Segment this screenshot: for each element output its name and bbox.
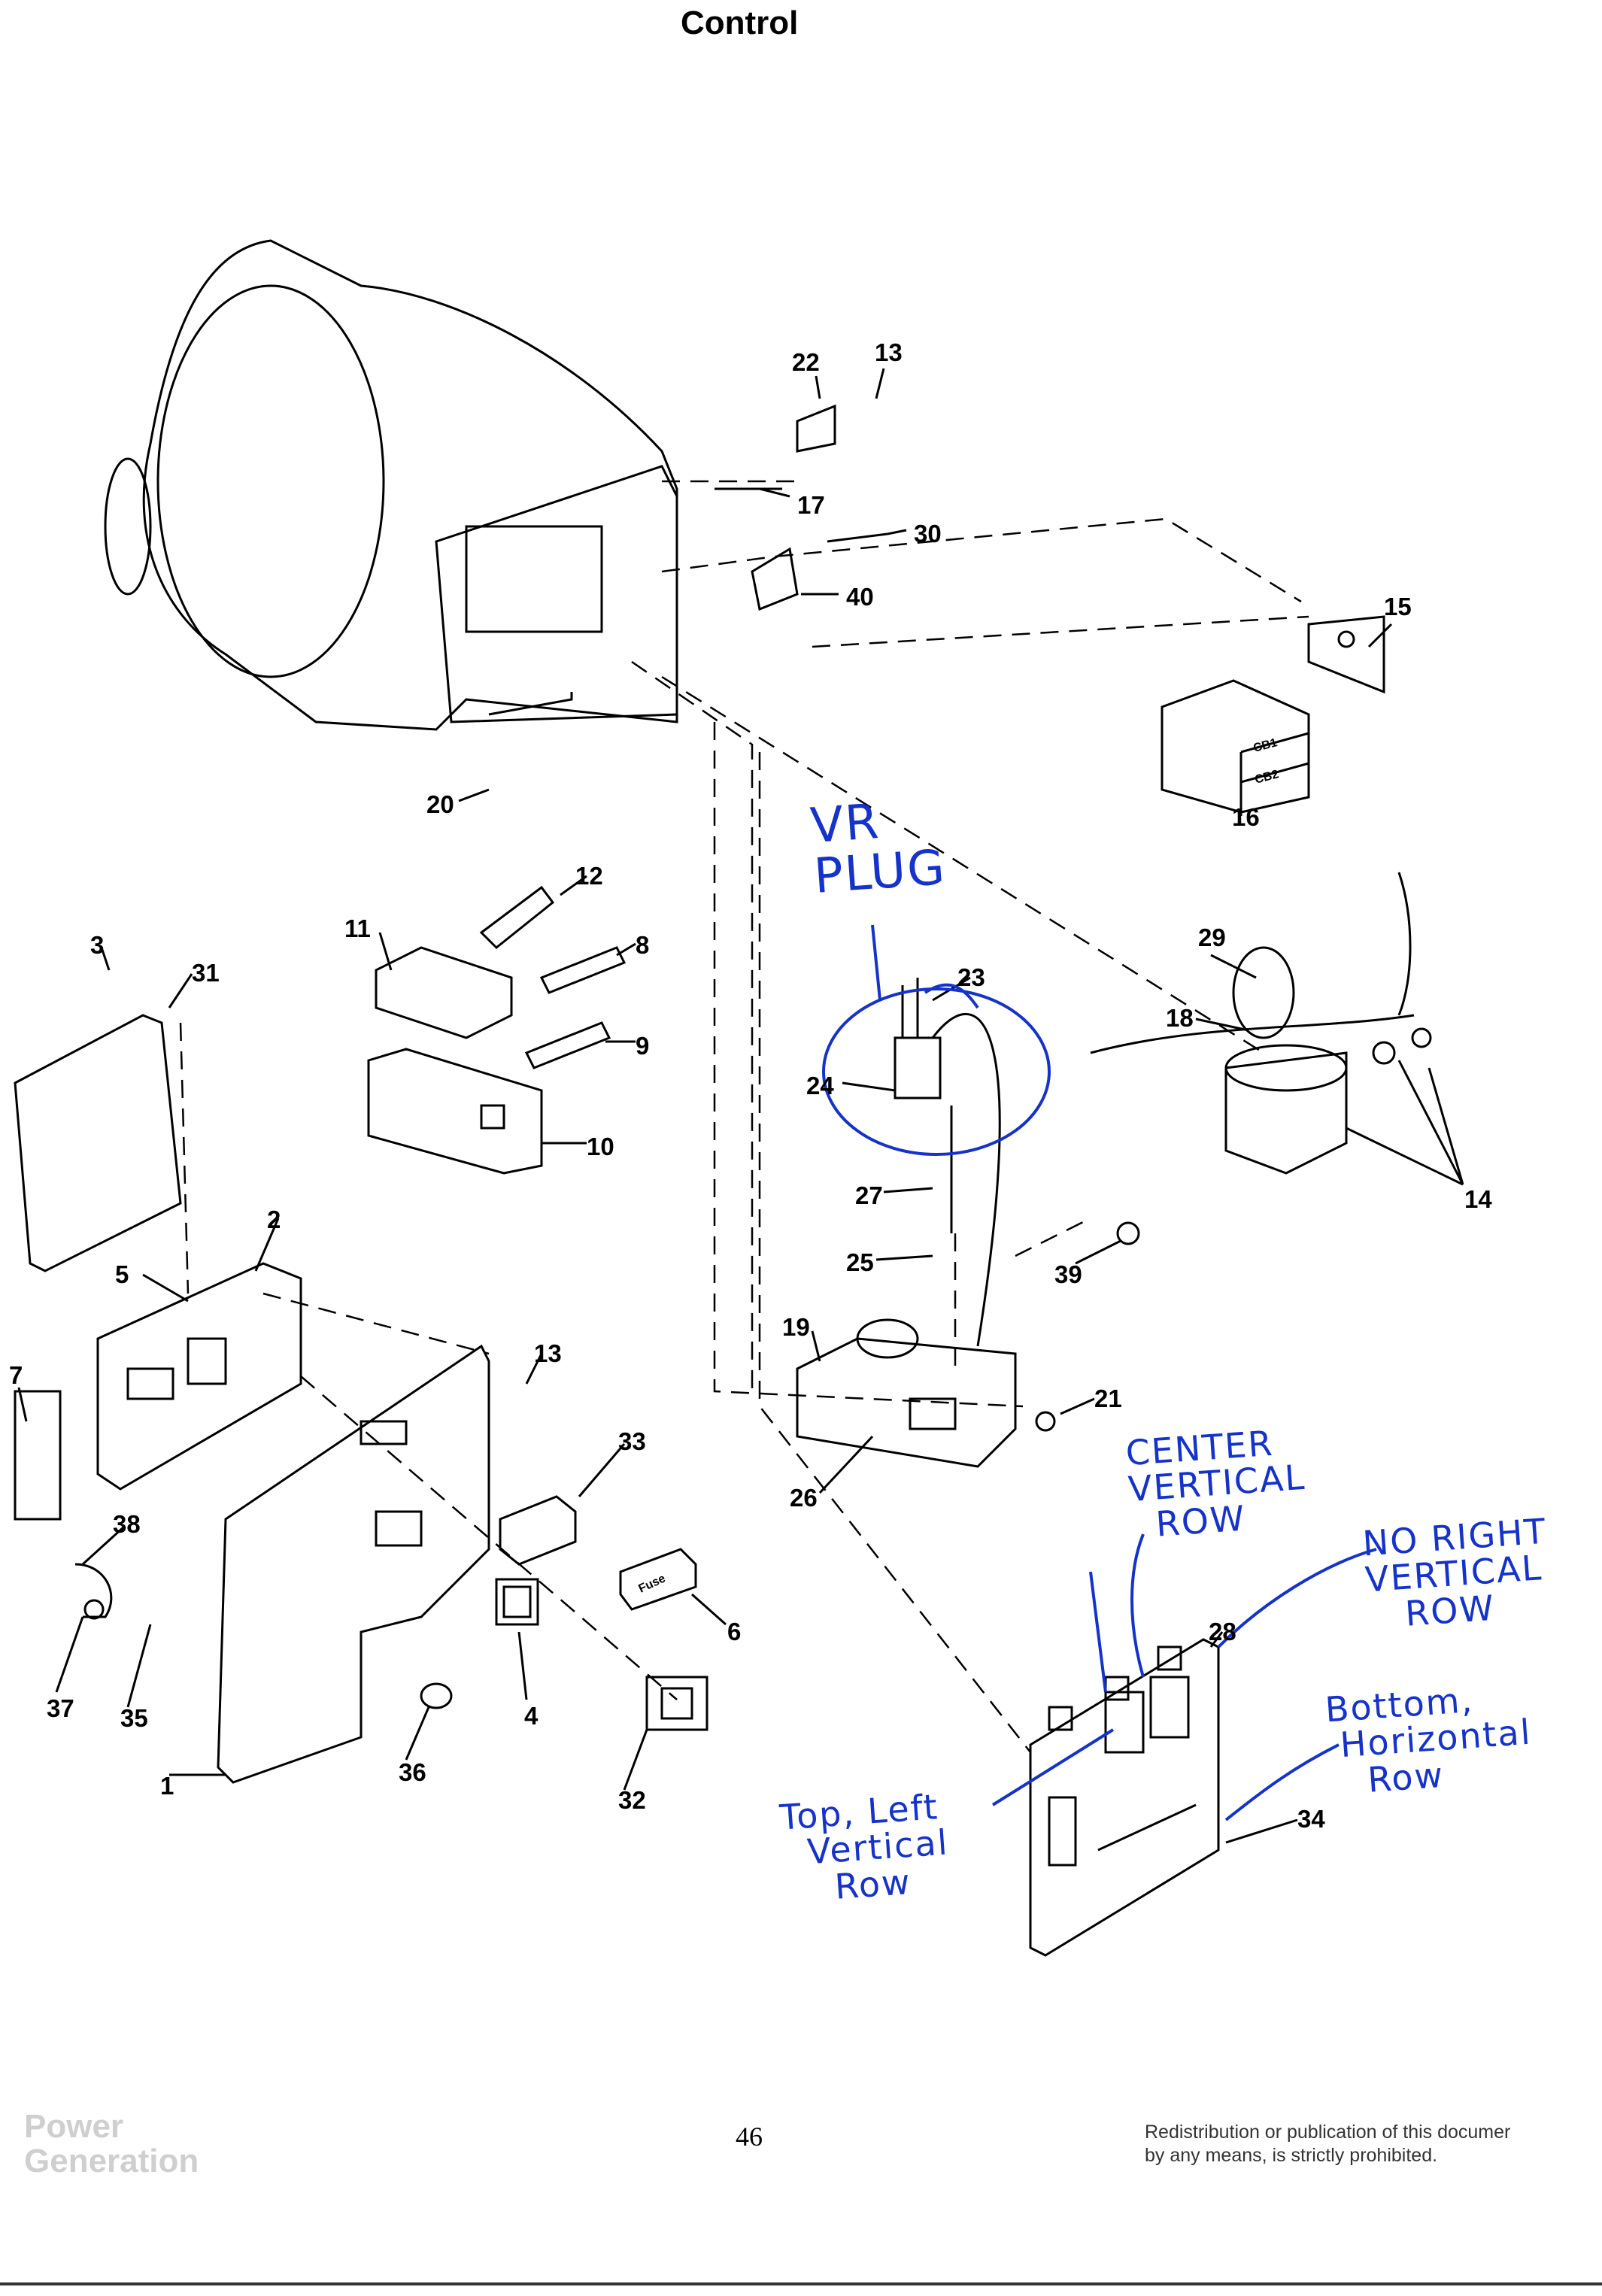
page-title: Control bbox=[681, 5, 799, 41]
callout-24: 24 bbox=[806, 1072, 834, 1099]
callout-23: 23 bbox=[957, 963, 985, 991]
parts-37-38 bbox=[74, 1563, 113, 1620]
callout-4: 4 bbox=[524, 1702, 539, 1730]
hour-meter-32 bbox=[645, 1676, 708, 1731]
rocker-switch-4 bbox=[495, 1578, 539, 1626]
annotation-no-right-vertical-row: NO RIGHT VERTICAL ROW bbox=[1361, 1510, 1549, 1636]
annotation-vr-plug: VR PLUG bbox=[809, 793, 948, 905]
callout-31: 31 bbox=[192, 959, 220, 987]
connector-housing-10 bbox=[367, 1048, 543, 1175]
knob-36 bbox=[420, 1682, 453, 1709]
callout-7: 7 bbox=[9, 1361, 23, 1389]
handwritten-markup bbox=[822, 924, 1377, 1821]
annotation-bottom-horizontal-row: Bottom, Horizontal Row bbox=[1324, 1679, 1534, 1803]
footer-logo-line-1: Power bbox=[24, 2108, 124, 2145]
callout-21: 21 bbox=[1094, 1385, 1122, 1412]
footer-logo: Power Generation bbox=[24, 2109, 199, 2179]
callout-35: 35 bbox=[120, 1704, 148, 1732]
control-panel-1 bbox=[217, 1344, 490, 1784]
callout-32: 32 bbox=[618, 1786, 646, 1814]
bottom-rule bbox=[0, 2282, 1602, 2285]
callout-40: 40 bbox=[846, 583, 874, 611]
footer-notice: Redistribution or publication of this do… bbox=[1145, 2121, 1510, 2168]
callout-26: 26 bbox=[790, 1484, 818, 1512]
callout-30: 30 bbox=[914, 520, 942, 547]
callout-16: 16 bbox=[1232, 803, 1260, 831]
connector-24 bbox=[894, 978, 1001, 1347]
annotation-center-vertical-row: CENTER VERTICAL ROW bbox=[1124, 1422, 1307, 1546]
callout-9: 9 bbox=[636, 1032, 650, 1060]
callout-6: 6 bbox=[727, 1618, 742, 1645]
callout-15: 15 bbox=[1384, 593, 1412, 620]
terminal-8-9-12 bbox=[479, 885, 627, 1069]
cover-plate-31 bbox=[14, 1014, 182, 1272]
circuit-breaker-16: CB1 CB2 bbox=[1161, 679, 1310, 814]
annotation-top-left-vertical-row: Top, Left Vertical Row bbox=[778, 1786, 951, 1911]
callout-5: 5 bbox=[115, 1260, 129, 1288]
svg-text:CB1: CB1 bbox=[1252, 736, 1279, 755]
callout-12: 12 bbox=[575, 862, 603, 890]
callout-34: 34 bbox=[1297, 1805, 1325, 1833]
callout-20: 20 bbox=[426, 790, 454, 818]
callout-13-lower: 13 bbox=[534, 1339, 562, 1367]
svg-text:CB2: CB2 bbox=[1254, 768, 1280, 787]
fuse-6: Fuse bbox=[619, 1548, 697, 1611]
footer-notice-line-1: Redistribution or publication of this do… bbox=[1145, 2122, 1511, 2143]
callout-18: 18 bbox=[1166, 1004, 1194, 1032]
callout-17: 17 bbox=[797, 491, 825, 519]
svg-text:Fuse: Fuse bbox=[637, 1572, 668, 1595]
callout-37: 37 bbox=[47, 1694, 74, 1722]
callout-22: 22 bbox=[792, 348, 820, 376]
footer-logo-line-2: Generation bbox=[24, 2143, 199, 2180]
bracket-15 bbox=[1307, 615, 1385, 694]
page-number: 46 bbox=[736, 2122, 763, 2152]
footer-notice-line-2: by any means, is strictly prohibited. bbox=[1145, 2145, 1438, 2167]
starter-solenoid bbox=[1090, 872, 1432, 1245]
callout-1: 1 bbox=[160, 1772, 174, 1800]
callout-28: 28 bbox=[1209, 1618, 1236, 1645]
callout-2: 2 bbox=[267, 1206, 281, 1233]
callout-19: 19 bbox=[782, 1313, 810, 1341]
callout-10: 10 bbox=[587, 1133, 614, 1160]
connector-block-11 bbox=[375, 946, 513, 1039]
callout-27: 27 bbox=[855, 1181, 883, 1209]
voltage-regulator-19 bbox=[796, 1318, 1056, 1468]
callout-11: 11 bbox=[344, 914, 371, 942]
callout-38: 38 bbox=[113, 1510, 141, 1538]
callout-39: 39 bbox=[1054, 1260, 1082, 1288]
callout-14: 14 bbox=[1464, 1185, 1492, 1213]
end-bell-housing bbox=[104, 239, 678, 731]
assembly-lines bbox=[179, 480, 1309, 1753]
fuse-holder-33 bbox=[499, 1495, 577, 1566]
callout-33: 33 bbox=[618, 1427, 646, 1455]
callout-8: 8 bbox=[636, 931, 650, 959]
callout-29: 29 bbox=[1198, 924, 1226, 951]
callout-3: 3 bbox=[90, 931, 105, 959]
terminal-board-28 bbox=[1029, 1638, 1220, 1957]
callout-leaders bbox=[17, 368, 1464, 1844]
circuit-board-2 bbox=[14, 1262, 302, 1521]
callout-13-upper: 13 bbox=[875, 338, 903, 366]
callout-25: 25 bbox=[846, 1248, 874, 1276]
callout-36: 36 bbox=[399, 1758, 426, 1786]
